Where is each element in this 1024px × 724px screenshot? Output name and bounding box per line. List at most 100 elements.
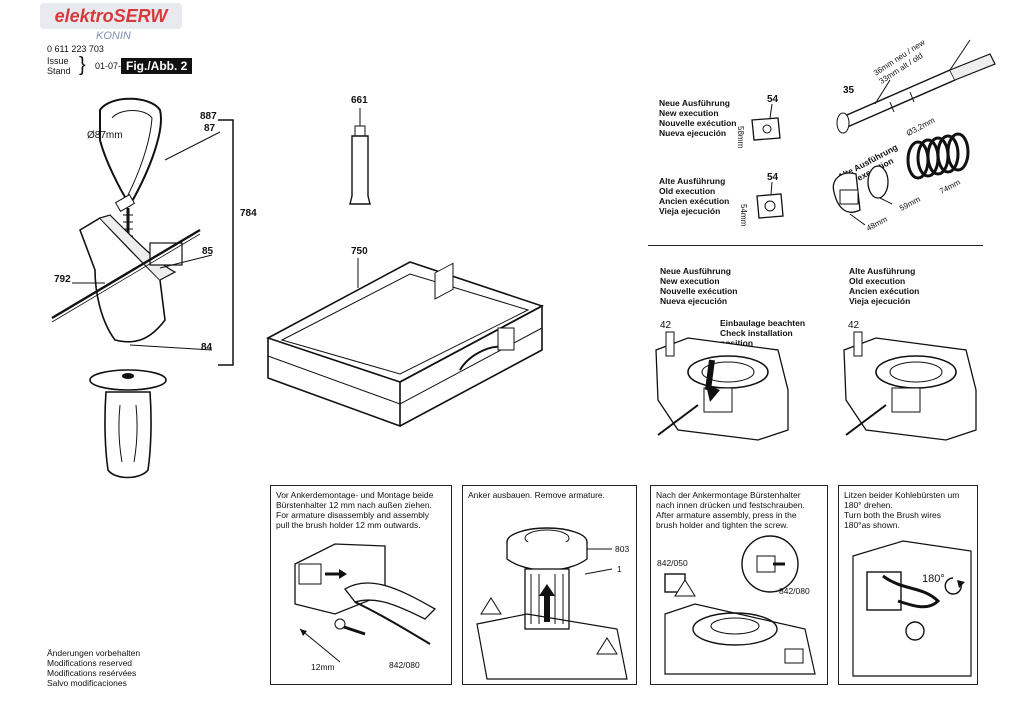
brand-logo: elektroSERW xyxy=(40,3,182,29)
panel-2-part-1: 1 xyxy=(617,564,622,574)
part-54-new: 54 xyxy=(767,94,779,105)
instruction-panel-2: Anker ausbauen. Remove armature. 803 1 xyxy=(462,485,637,685)
old-brush-assembly-drawing xyxy=(832,132,970,226)
part-87: 87 xyxy=(204,123,216,134)
lang-line: Nueva ejecución xyxy=(659,128,727,138)
panel-1-drawing xyxy=(294,543,437,663)
shaft-drawing xyxy=(836,39,996,134)
part-35: 35 xyxy=(843,85,855,96)
part-784: 784 xyxy=(240,208,257,219)
new-execution-labels-mid: Neue Ausführung New execution Nouvelle e… xyxy=(660,266,737,306)
part-42-old: 42 xyxy=(848,320,860,331)
panel-text: Litzen beider Kohlebürsten um 180° drehe… xyxy=(844,490,973,530)
document-number: 0 611 223 703 xyxy=(47,44,104,54)
instruction-panel-4: Litzen beider Kohlebürsten um 180° drehe… xyxy=(838,485,978,685)
dim-58mm: 58mm xyxy=(736,126,745,149)
install-line: Check installation xyxy=(720,328,793,338)
install-note: Einbaulage beachten Check installation p… xyxy=(720,318,805,348)
lang-line: Nueva ejecución xyxy=(660,296,728,306)
brace: } xyxy=(79,54,86,76)
panel-3-drawing xyxy=(664,535,816,675)
spring-old-drawing xyxy=(756,181,784,219)
panel-text: Vor Ankerdemontage- und Montage beide Bü… xyxy=(276,490,447,530)
panel-line: brush holder and tighten the screw. xyxy=(656,520,789,530)
lang-line: Neue Ausführung xyxy=(659,98,730,108)
panel-line: nach innen drücken und festschrauben. xyxy=(656,500,805,510)
panel-line: After armature assembly, press in the xyxy=(656,510,797,520)
new-execution-labels-top: Neue Ausführung New execution Nouvelle e… xyxy=(659,98,736,138)
lang-line: Old execution xyxy=(659,186,716,196)
handle-assembly-drawing xyxy=(51,97,234,479)
lang-line: Alte Ausführung xyxy=(659,176,726,186)
lang-line: Nouvelle exécution xyxy=(659,118,737,128)
footer-line: Modifications resérvées xyxy=(47,668,137,678)
footer-line: Modifications reserved xyxy=(47,658,133,668)
lang-line: New execution xyxy=(660,276,720,286)
issue-label: Issue Stand xyxy=(47,56,71,76)
panel-4-angle: 180° xyxy=(922,573,945,585)
panel-text: Anker ausbauen. Remove armature. xyxy=(468,490,632,500)
issue-date: 01-07-27 xyxy=(95,61,132,71)
panel-1-dim: 12mm xyxy=(311,662,335,672)
install-line: Einbaulage beachten xyxy=(720,318,806,328)
grip-body xyxy=(104,391,152,479)
lang-line: Nouvelle exécution xyxy=(660,286,738,296)
part-887: 887 xyxy=(200,111,217,122)
old-execution-labels-mid: Alte Ausführung Old execution Ancien exé… xyxy=(849,266,919,306)
panel-line: 180° drehen. xyxy=(844,500,893,510)
lang-line: New execution xyxy=(659,108,719,118)
lang-line: Ancien exécution xyxy=(849,286,920,296)
panel-line: Turn both the Brush wires xyxy=(844,510,942,520)
part-750: 750 xyxy=(351,246,368,257)
issue-line: Issue xyxy=(47,56,69,66)
instruction-panel-1: Vor Ankerdemontage- und Montage beide Bü… xyxy=(270,485,452,685)
lang-line: Alte Ausführung xyxy=(849,266,916,276)
spring-new-drawing xyxy=(751,103,781,141)
brush-holder-new-drawing xyxy=(655,331,789,441)
panel-2-part-803: 803 xyxy=(615,544,630,554)
panel-line: For armature disassembly and assembly xyxy=(276,510,430,520)
panel-4-drawing xyxy=(852,540,972,677)
panel-line: Litzen beider Kohlebürsten um xyxy=(844,490,960,500)
panel-line: Anker ausbauen. Remove armature. xyxy=(468,490,606,500)
panel-line: Bürstenhalter 12 mm nach außen ziehen. xyxy=(276,500,432,510)
figure-label: Fig./Abb. 2 xyxy=(121,58,193,74)
panel-line: 180°as shown. xyxy=(844,520,900,530)
part-661: 661 xyxy=(351,95,368,106)
handle-loop xyxy=(99,97,162,207)
instruction-panel-3: Nach der Ankermontage Bürstenhalter nach… xyxy=(650,485,828,685)
panel-line: Vor Ankerdemontage- und Montage beide xyxy=(276,490,434,500)
lang-line: Old execution xyxy=(849,276,906,286)
panel-line: pull the brush holder 12 mm outwards. xyxy=(276,520,421,530)
part-42-new: 42 xyxy=(660,320,672,331)
panel-1-part: 842/080 xyxy=(389,660,420,670)
dim-54mm: 54mm xyxy=(739,204,748,227)
lang-line: Vieja ejecución xyxy=(659,206,721,216)
part-85: 85 xyxy=(202,246,214,257)
section-divider xyxy=(648,245,983,246)
brand-subtitle: KONIN xyxy=(96,30,131,42)
footer-line: Salvo modificaciones xyxy=(47,678,127,688)
grip-flange xyxy=(89,369,167,391)
part-54-old: 54 xyxy=(767,172,779,183)
part-84: 84 xyxy=(201,342,213,353)
footer-notes: Änderungen vorbehalten Modifications res… xyxy=(47,648,140,688)
issue-line: Stand xyxy=(47,66,71,76)
lang-line: Vieja ejecución xyxy=(849,296,911,306)
footer-line: Änderungen vorbehalten xyxy=(47,648,141,658)
diameter-label: Ø87mm xyxy=(87,130,123,141)
brush-holder-old-drawing xyxy=(843,331,977,441)
panel-3-part-842-050: 842/050 xyxy=(657,558,688,568)
grease-tube-drawing xyxy=(349,108,371,205)
panel-text: Nach der Ankermontage Bürstenhalter nach… xyxy=(656,490,823,530)
install-line: position xyxy=(720,338,754,348)
lang-line: Ancien exécution xyxy=(659,196,730,206)
lang-line: Neue Ausführung xyxy=(660,266,731,276)
old-execution-labels-top: Alte Ausführung Old execution Ancien exé… xyxy=(659,176,729,216)
panel-line: Nach der Ankermontage Bürstenhalter xyxy=(656,490,801,500)
part-792: 792 xyxy=(54,274,71,285)
depth-rod xyxy=(51,228,201,320)
panel-3-part-842-080: 842/080 xyxy=(779,586,810,596)
carry-case-drawing xyxy=(265,258,545,428)
panel-2-drawing xyxy=(476,527,628,680)
